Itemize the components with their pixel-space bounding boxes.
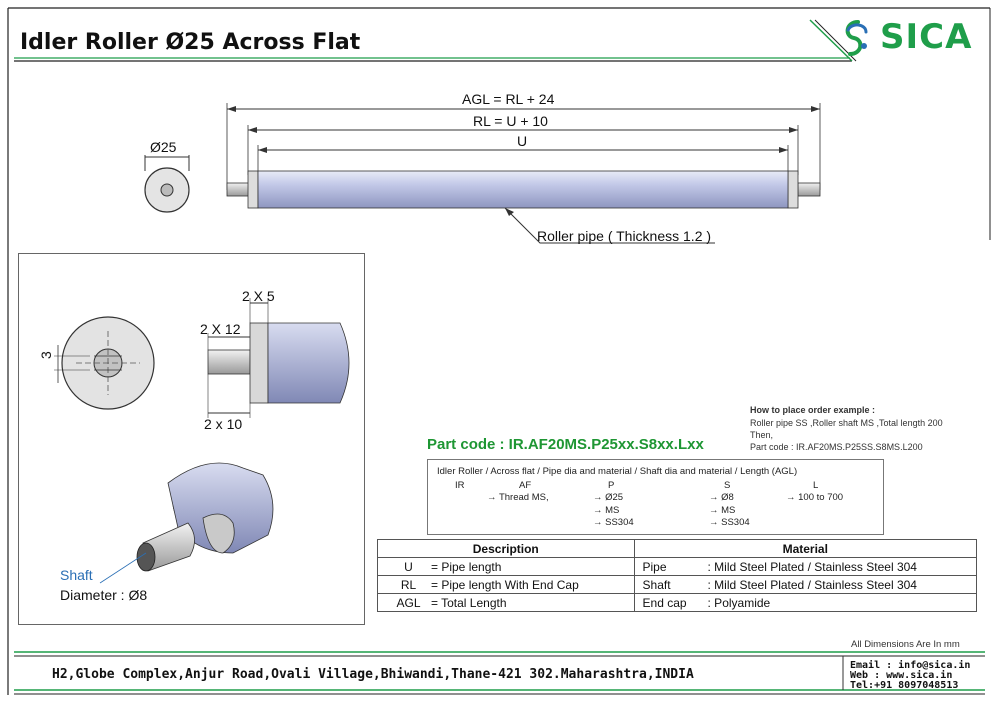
footer-web[interactable]: Web : www.sica.in	[850, 670, 953, 681]
row-material: : Mild Steel Plated / Stainless Steel 30…	[707, 577, 917, 592]
code-af: AF	[519, 480, 532, 491]
part-code: Part code : IR.AF20MS.P25xx.S8xx.Lxx	[427, 436, 704, 453]
shaft-total-dimension: 2 x 10	[204, 416, 243, 432]
description-header: Description	[377, 539, 635, 558]
footer-tel: Tel:+91 8097048513	[850, 680, 959, 691]
order-example-heading: How to place order example :	[750, 405, 876, 415]
diameter-label: Ø25	[150, 139, 177, 155]
sica-logo-icon	[845, 20, 868, 56]
units-note: All Dimensions Are In mm	[851, 639, 960, 650]
row-material: : Mild Steel Plated / Stainless Steel 30…	[707, 559, 917, 574]
material-header: Material	[633, 539, 978, 558]
row-material: : Polyamide	[707, 595, 771, 610]
endcap-dimension: 2 X 5	[242, 288, 275, 304]
spec-table: Description Material U = Pipe length Pipe…	[377, 539, 978, 612]
code-s-value-2: → SS304	[709, 517, 750, 528]
row-part: Pipe	[642, 559, 667, 574]
code-ir: IR	[455, 480, 465, 491]
code-p-value-2: → SS304	[593, 517, 634, 528]
row-code: U	[404, 559, 413, 574]
code-s: S	[724, 480, 731, 491]
brand-logo: SICA	[880, 17, 973, 57]
shaft-diameter: Diameter : Ø8	[60, 587, 148, 603]
rl-dimension: RL = U + 10	[473, 113, 548, 129]
code-l: L	[813, 480, 819, 491]
roller-side-drawing	[144, 103, 821, 244]
code-legend-box	[427, 459, 884, 535]
agl-dimension: AGL = RL + 24	[462, 91, 555, 107]
code-p-value-1: → MS	[593, 505, 620, 516]
code-s-value-1: → MS	[709, 505, 736, 516]
code-s-value-0: → Ø8	[709, 492, 734, 503]
code-p: P	[608, 480, 615, 491]
row-desc: = Pipe length With End Cap	[431, 577, 579, 592]
row-desc: = Total Length	[431, 595, 507, 610]
row-desc: = Pipe length	[431, 559, 502, 574]
page-title: Idler Roller Ø25 Across Flat	[20, 30, 361, 55]
table-row: U = Pipe length Pipe : Mild Steel Plated /…	[377, 557, 978, 576]
detail-view-box	[18, 253, 365, 625]
row-code: AGL	[396, 595, 421, 610]
u-dimension: U	[517, 133, 528, 149]
code-legend-header: Idler Roller / Across flat / Pipe dia an…	[437, 466, 798, 477]
table-row: AGL = Total Length End cap : Polyamide	[377, 593, 978, 612]
code-p-value-0: → Ø25	[593, 492, 624, 503]
shaft-detail-drawing	[54, 298, 350, 584]
code-af-value: → Thread MS,	[487, 492, 549, 503]
shaft-callout: Shaft	[60, 567, 93, 583]
order-example-line2: Then,	[750, 430, 774, 440]
spec-table-header: Description Material	[377, 539, 978, 558]
code-l-value: → 100 to 700	[786, 492, 844, 503]
flat-width-dimension: 3	[38, 351, 54, 359]
roller-pipe-label: Roller pipe ( Thickness 1.2 )	[537, 228, 712, 244]
row-code: RL	[400, 577, 417, 592]
order-example-line3: Part code : IR.AF20MS.P25SS.S8MS.L200	[750, 442, 923, 452]
table-row: RL = Pipe length With End Cap Shaft : Mild…	[377, 575, 978, 594]
footer-email[interactable]: Email : info@sica.in	[850, 660, 971, 671]
footer-address: H2,Globe Complex,Anjur Road,Ovali Villag…	[52, 667, 694, 682]
shaft-length-dimension: 2 X 12	[200, 321, 241, 337]
order-example-line1: Roller pipe SS ,Roller shaft MS ,Total l…	[750, 418, 943, 428]
row-part: End cap	[642, 595, 687, 610]
row-part: Shaft	[642, 577, 671, 592]
